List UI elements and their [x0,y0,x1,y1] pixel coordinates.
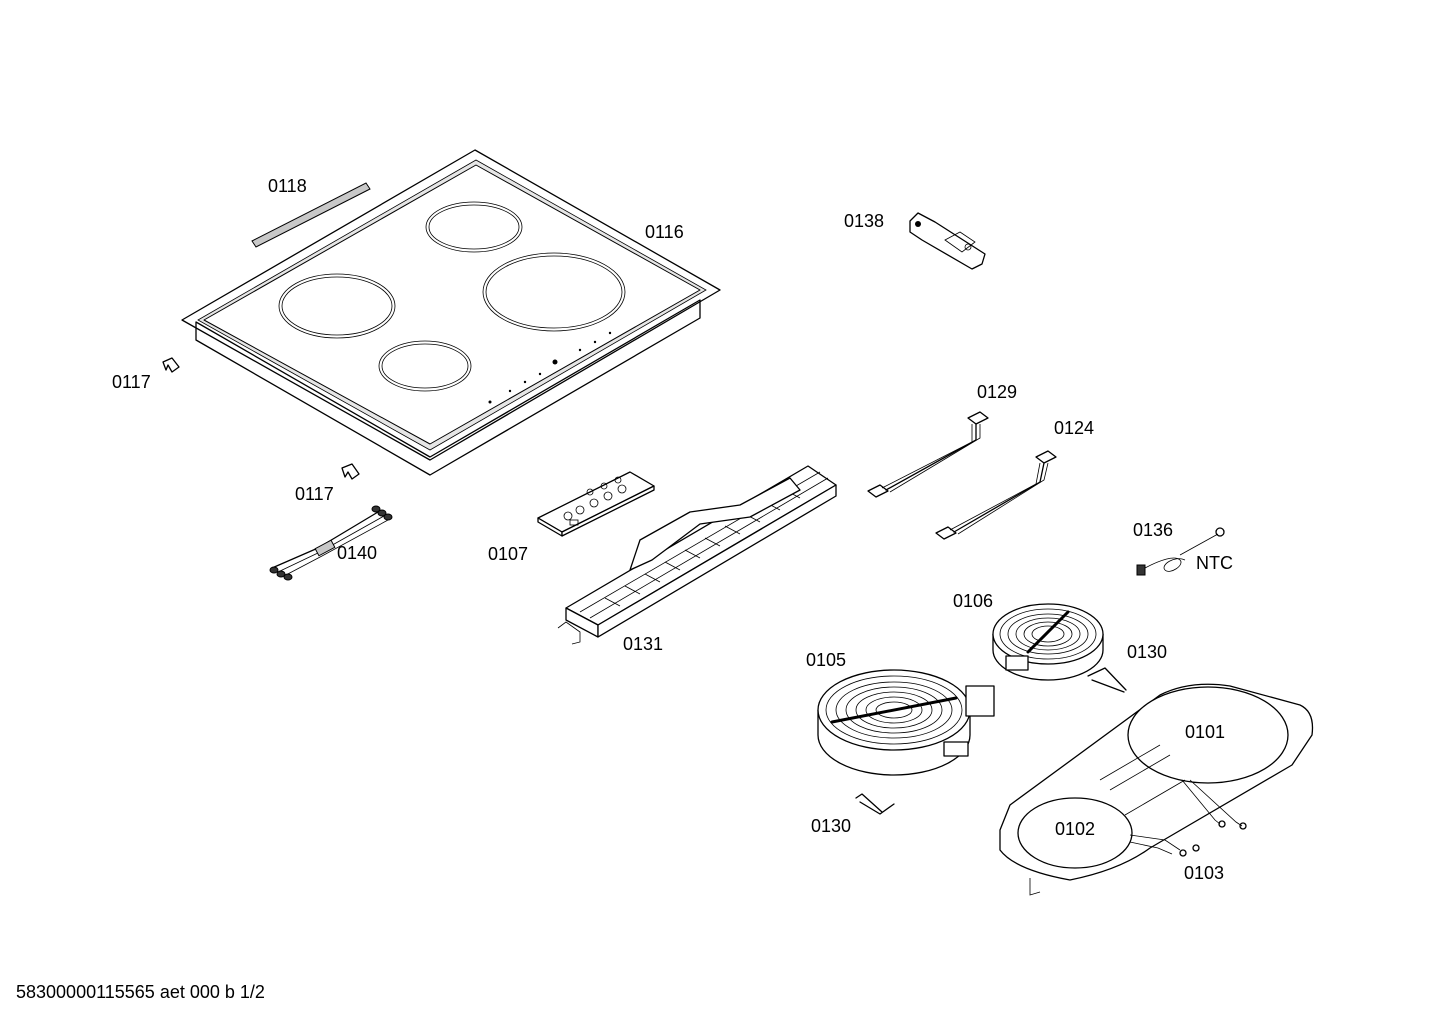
part-0140-harness [269,505,393,581]
part-0117-clip-lower [341,463,360,480]
label-0117-lower: 0117 [295,484,334,504]
part-0118-trim-strip [251,182,371,248]
label-0140: 0140 [337,543,378,563]
part-0130-clip-lower [855,793,895,815]
label-0105: 0105 [806,650,847,670]
label-0106: 0106 [953,591,994,611]
label-0124: 0124 [1054,418,1095,438]
label-0102: 0102 [1055,819,1096,839]
label-ntc: NTC [1196,553,1233,573]
part-0103-base-plate [999,683,1314,896]
label-0117-upper: 0117 [112,372,151,392]
label-0107: 0107 [488,544,529,564]
part-0105-heating-element [817,669,995,776]
label-0118: 0118 [268,176,307,196]
label-0101: 0101 [1185,722,1226,742]
label-0131: 0131 [623,634,664,654]
label-0116: 0116 [645,222,684,242]
part-0106-heating-element [992,603,1104,681]
part-0124-cable [935,450,1057,540]
part-0130-clip-upper [1087,667,1127,693]
label-0129: 0129 [977,382,1018,402]
label-0136: 0136 [1133,520,1174,540]
part-0129-cable [867,411,989,498]
part-0138-holder [909,212,986,270]
label-0103: 0103 [1184,863,1225,883]
label-0130-lower: 0130 [811,816,852,836]
label-0138: 0138 [844,211,885,231]
label-0130-upper: 0130 [1127,642,1168,662]
part-0131-frame-rail [557,465,837,645]
part-0117-clip-upper [162,357,180,373]
drawing-reference-footer: 58300000115565 aet 000 b 1/2 [16,982,265,1002]
part-0136-ntc-sensor [1136,527,1225,576]
part-0107-control-board [537,471,655,537]
part-0116-cooktop [181,149,721,476]
